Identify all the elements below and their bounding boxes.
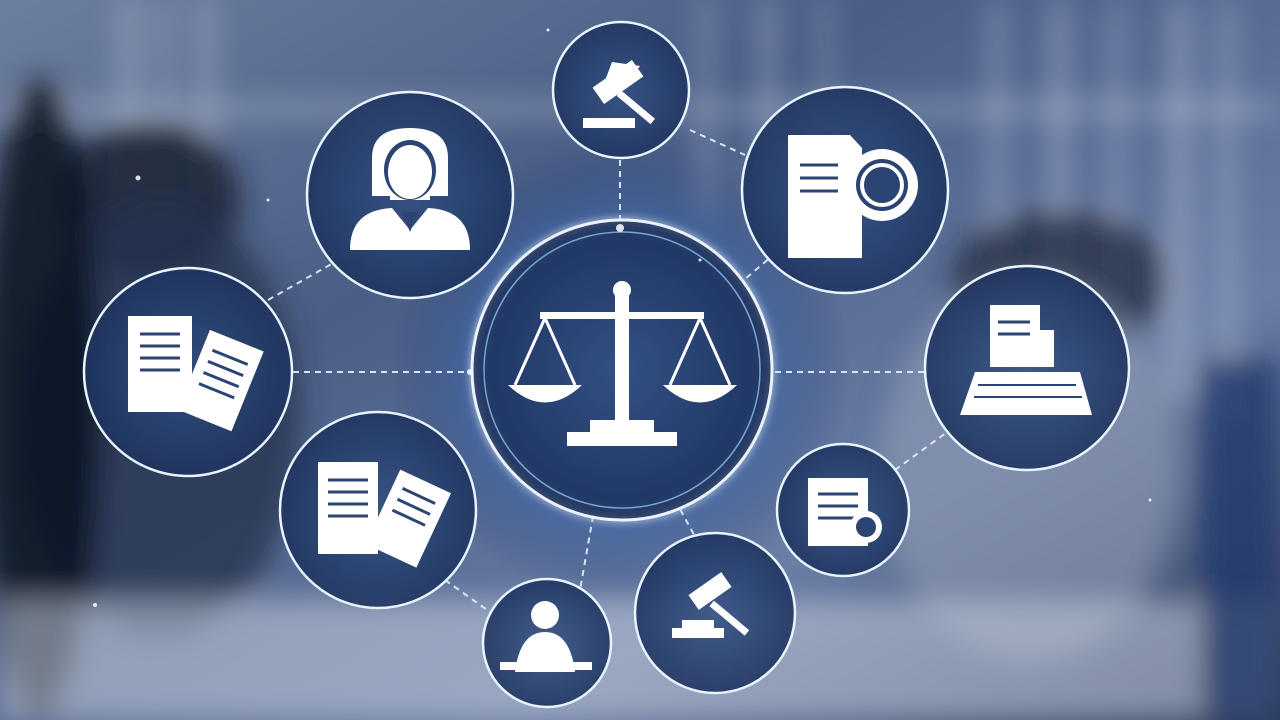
lower-right-small-node <box>775 442 911 578</box>
right-node <box>923 264 1131 472</box>
gavel-icon <box>583 60 655 128</box>
certificate-icon <box>808 478 882 546</box>
scales-of-justice-icon <box>508 281 737 446</box>
lawyer-person-icon <box>350 128 470 250</box>
connection-bottom-left <box>579 504 596 591</box>
network-connections <box>267 129 951 613</box>
computer-document-icon <box>960 305 1092 415</box>
legal-document-seal-icon <box>788 135 918 258</box>
documents-icon <box>128 316 264 432</box>
gavel-block-icon <box>672 572 750 638</box>
connection-top-right <box>737 255 773 286</box>
connection-bottom-right <box>674 499 699 543</box>
top-left-node <box>305 90 515 300</box>
contract-documents-icon <box>318 462 452 568</box>
bottom-left-node <box>481 577 613 709</box>
top-node <box>551 20 691 160</box>
top-right-node <box>740 85 950 295</box>
left-node <box>82 266 294 478</box>
sparkles <box>93 28 1152 607</box>
lower-left-node <box>278 410 478 610</box>
user-network-icon <box>500 601 592 672</box>
connection-right-lower <box>894 429 951 471</box>
bottom-right-node <box>633 531 797 695</box>
connection-top-left <box>267 261 336 301</box>
connection-lower-left <box>444 579 491 613</box>
